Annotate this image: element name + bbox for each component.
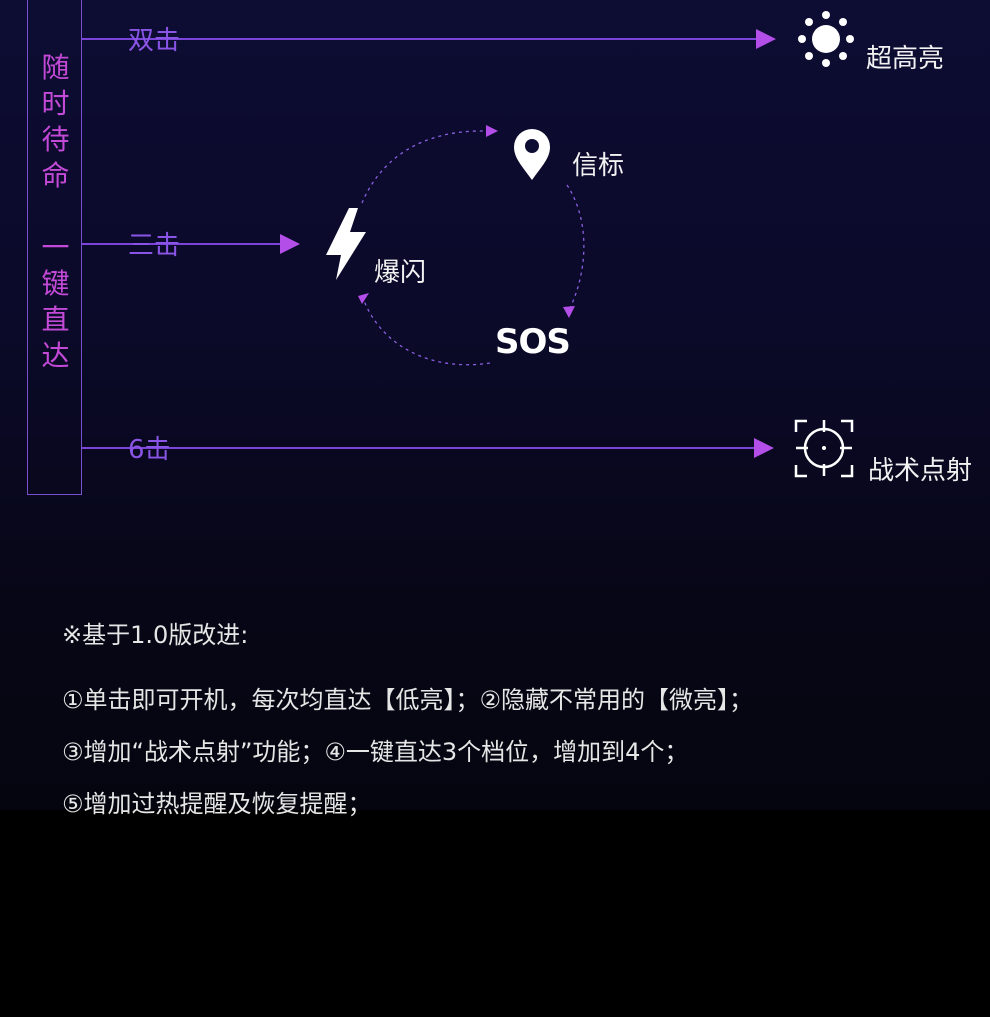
side-char: 达 xyxy=(41,339,70,372)
sos-label: SOS xyxy=(495,322,571,362)
side-char: 命 xyxy=(41,159,70,192)
standby-label-text: 随 时 待 命 一 键 直 达 xyxy=(28,50,83,374)
side-char: 待 xyxy=(41,123,70,156)
mode-diagram xyxy=(82,11,854,478)
sun-icon xyxy=(798,11,854,67)
side-char: 随 xyxy=(41,51,70,84)
cycle-arc-flash-to-beacon xyxy=(361,130,486,204)
mode-cycle xyxy=(361,130,585,366)
standby-label-box: 随 时 待 命 一 键 直 达 xyxy=(27,0,82,495)
side-char-gap xyxy=(28,194,83,230)
tactical-label: 战术点射 xyxy=(868,456,973,486)
double-click-line xyxy=(82,29,776,49)
improvement-notes: ※基于1.0版改进: ①单击即可开机，每次均直达【低亮】；②隐藏不常用的【微亮】… xyxy=(62,612,962,830)
cycle-arrow-1 xyxy=(486,125,498,137)
cycle-arc-beacon-to-sos xyxy=(566,184,585,309)
six-click-line xyxy=(82,438,774,458)
side-char: 键 xyxy=(41,267,70,300)
note-item: ①单击即可开机，每次均直达【低亮】；②隐藏不常用的【微亮】； xyxy=(62,686,754,714)
note-item: ⑤增加过热提醒及恢复提醒； xyxy=(62,790,372,818)
diagram-panel: 随 时 待 命 一 键 直 达 双击 三击 6击 超高亮 信标 爆闪 SOS 战… xyxy=(0,0,990,810)
notes-heading: ※基于1.0版改进: xyxy=(62,621,249,649)
crosshair-icon xyxy=(794,419,854,478)
side-char: 直 xyxy=(41,303,70,336)
flash-label: 爆闪 xyxy=(374,258,427,288)
location-pin-icon xyxy=(514,129,550,180)
triple-click-line xyxy=(82,234,300,254)
cycle-arc-sos-to-flash xyxy=(362,297,491,366)
side-char: 一 xyxy=(41,231,70,264)
beacon-label: 信标 xyxy=(572,151,625,181)
note-item: ③增加“战术点射”功能；④一键直达3个档位，增加到4个； xyxy=(62,738,689,766)
double-click-label: 双击 xyxy=(128,26,181,56)
cycle-arrow-3 xyxy=(358,293,369,304)
triple-click-label: 三击 xyxy=(128,231,181,261)
super-bright-label: 超高亮 xyxy=(866,44,945,74)
side-char: 时 xyxy=(41,87,70,120)
lightning-bolt-icon xyxy=(326,208,366,280)
six-click-label: 6击 xyxy=(128,435,171,465)
cycle-arrow-2 xyxy=(563,306,575,318)
